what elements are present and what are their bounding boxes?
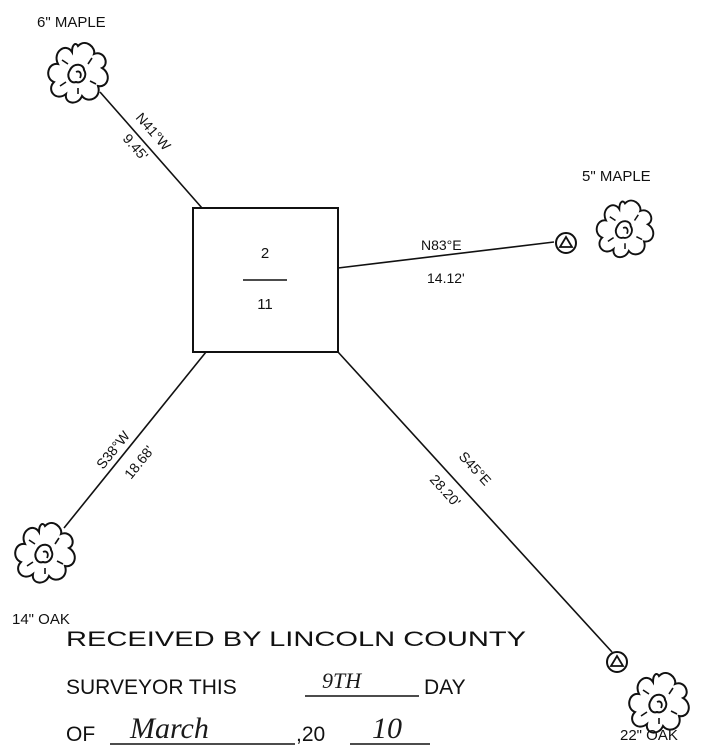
certificate-line3-prefix: OF <box>66 723 95 745</box>
survey-marker-icon <box>606 651 628 673</box>
certificate-line2-prefix: SURVEYOR THIS <box>66 676 237 699</box>
corner-section-bottom: 11 <box>257 296 273 313</box>
tie-line-sw <box>63 351 207 529</box>
certificate-line2-suffix: DAY <box>424 676 466 699</box>
handwritten-day: 9TH <box>322 668 362 693</box>
tie-line-ne <box>337 241 555 269</box>
distance-se: 28.20' <box>427 471 464 510</box>
certificate-line1: RECEIVED BY LINCOLN COUNTY <box>66 628 526 651</box>
tree-label-ne: 5" MAPLE <box>582 168 651 185</box>
handwritten-month: March <box>129 712 209 745</box>
corner-section-top: 2 <box>261 245 269 262</box>
tie-line-se <box>337 351 613 653</box>
tie-line-nw <box>99 91 203 209</box>
tree-label-sw: 14" OAK <box>12 611 70 628</box>
survey-marker-icon <box>555 232 577 254</box>
oak-tree-icon <box>14 522 76 584</box>
maple-tree-icon <box>47 42 109 104</box>
oak-tree-icon <box>628 672 690 734</box>
maple-tree-icon <box>595 199 655 259</box>
received-certificate: RECEIVED BY LINCOLN COUNTY SURVEYOR THIS… <box>66 628 526 745</box>
tree-label-se: 22" OAK <box>620 727 678 744</box>
handwritten-year: 10 <box>372 712 402 745</box>
bearing-ne: N83°E <box>421 237 462 253</box>
distance-ne: 14.12' <box>427 270 465 286</box>
tree-label-nw: 6" MAPLE <box>37 14 106 31</box>
certificate-year-prefix: ,20 <box>296 723 325 745</box>
bearing-se: S45°E <box>456 448 495 488</box>
distance-sw: 18.68' <box>121 443 157 482</box>
